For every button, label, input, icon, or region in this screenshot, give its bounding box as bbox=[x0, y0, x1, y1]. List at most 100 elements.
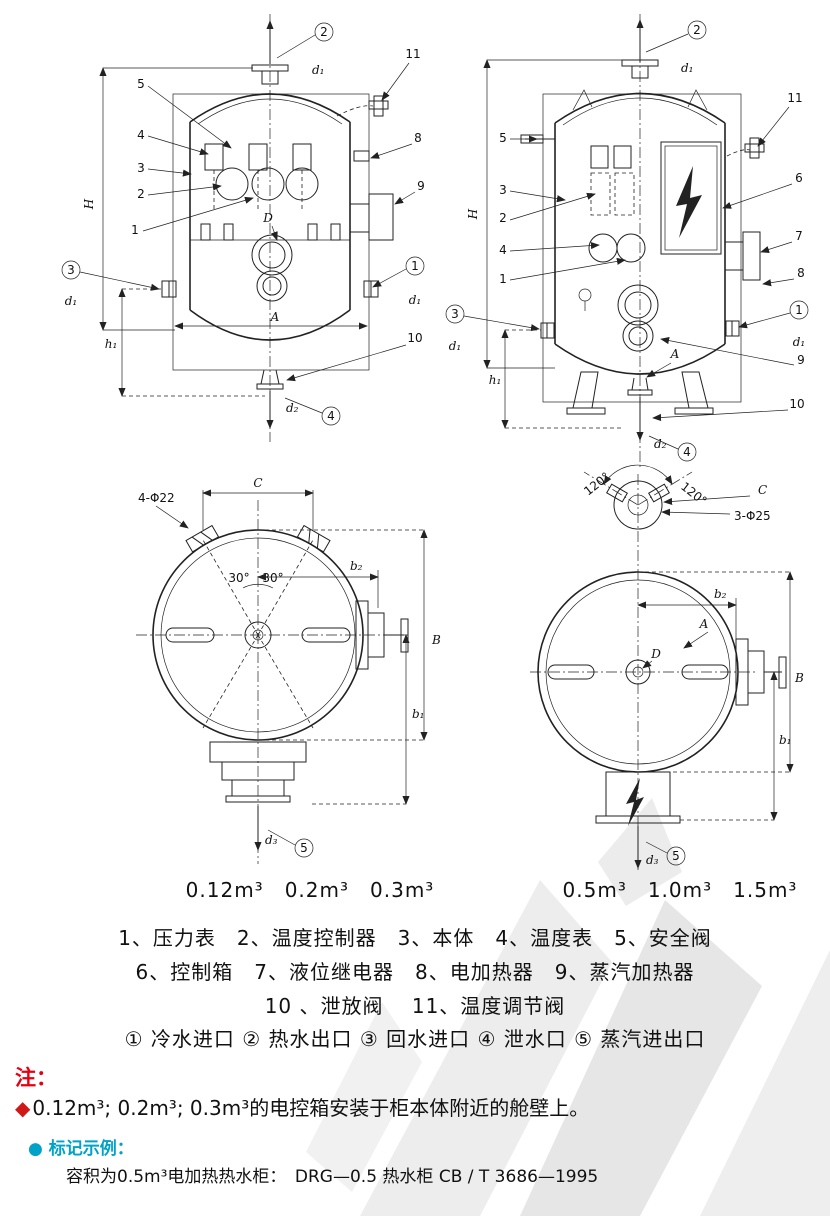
dim-d3-label: d₃ bbox=[646, 853, 659, 867]
dim-h1: h₁ bbox=[105, 288, 265, 397]
dim-d1-left-label: d₁ bbox=[65, 294, 78, 308]
temp-regulating-valve-callout: 11 bbox=[336, 47, 421, 117]
dim-b1: b₁ bbox=[680, 671, 792, 821]
dim-d2-label: d₂ bbox=[286, 401, 299, 415]
callout-11-label: 11 bbox=[405, 47, 420, 61]
callout-6-label: 6 bbox=[795, 171, 803, 185]
label-D: D bbox=[262, 211, 278, 241]
top-nozzles bbox=[185, 524, 331, 553]
callout-2-label: 2 bbox=[499, 211, 507, 225]
note-line: ◆0.12m³; 0.2m³; 0.3m³的电控箱安装于柜本体附近的舱壁上。 bbox=[15, 1092, 589, 1121]
hot-water-outlet-callout: 2 d₁ bbox=[276, 22, 334, 77]
top-nozzle bbox=[251, 20, 289, 85]
dim-A-label: A bbox=[270, 310, 280, 324]
right-callouts: 6 7 8 bbox=[722, 171, 805, 287]
return-inlet-callout: 3 d₁ bbox=[61, 260, 177, 308]
dim-B-label: B bbox=[794, 671, 804, 685]
legend-line-4: ① 冷水进口 ② 热水出口 ③ 回水进口 ④ 泄水口 ⑤ 蒸汽进出口 bbox=[124, 1027, 706, 1051]
top-nozzle bbox=[621, 19, 659, 79]
dim-d1-left-label: d₁ bbox=[449, 339, 462, 353]
dim-b1-label: b₁ bbox=[779, 733, 792, 747]
caption-small-volumes: 0.12m³ 0.2m³ 0.3m³ bbox=[185, 878, 435, 902]
dim-b2-label: b₂ bbox=[714, 587, 727, 601]
return-inlet-callout: 3 d₁ bbox=[445, 304, 555, 353]
relief-valve-callout: 10 bbox=[652, 397, 805, 422]
bottom-drain-stack: d₃ 5 bbox=[209, 741, 314, 858]
dim-C: C bbox=[663, 483, 767, 506]
dim-b2-label: b₂ bbox=[350, 559, 363, 573]
steam-inlet-detail: 120° 120° bbox=[581, 464, 710, 530]
dim-h1: h₁ bbox=[489, 329, 621, 429]
dim-A-label: A bbox=[699, 617, 709, 631]
callout-4-label: 4 bbox=[137, 128, 145, 142]
label-A: A bbox=[683, 617, 709, 649]
temp-regulating-valve-callout: 11 bbox=[726, 91, 803, 159]
dim-C-label: C bbox=[253, 476, 262, 490]
callout-10-label: 10 bbox=[407, 331, 422, 345]
dim-d2-label: d₂ bbox=[654, 437, 667, 451]
dim-B-label: B bbox=[431, 633, 441, 647]
caption-large-volumes: 0.5m³ 1.0m³ 1.5m³ bbox=[562, 878, 798, 902]
steam-heater-callout: 9 bbox=[660, 337, 805, 367]
left-callouts: 5 4 3 2 1 bbox=[131, 77, 254, 237]
dim-H-label: H bbox=[82, 198, 96, 210]
vessel-body bbox=[542, 89, 742, 415]
holes-callout: 4-Φ22 bbox=[138, 491, 189, 529]
left-callouts: 5 3 2 4 1 bbox=[499, 131, 626, 286]
bottom-box: d₃ 5 bbox=[595, 771, 686, 869]
circled-3-label: 3 bbox=[67, 263, 75, 277]
legend-line-1: 1、压力表 2、温度控制器 3、本体 4、温度表 5、安全阀 bbox=[118, 926, 712, 950]
circled-2-label: 2 bbox=[693, 23, 701, 37]
callout-4-label: 4 bbox=[499, 243, 507, 257]
callout-1-label: 1 bbox=[499, 272, 507, 286]
right-elevation-drawing: 2 d₁ 11 bbox=[445, 14, 809, 470]
circled-2-label: 2 bbox=[320, 25, 328, 39]
dim-d3-label: d₃ bbox=[265, 833, 278, 847]
angle-120-right-label: 120° bbox=[678, 479, 709, 508]
angle-30-right-label: 30° bbox=[262, 571, 283, 585]
left-plan-drawing: 30° 30° 4-Φ22 C b₂ B bbox=[136, 476, 441, 864]
note-heading: 注： bbox=[15, 1066, 57, 1090]
callout-3-label: 3 bbox=[499, 183, 507, 197]
callout-9-label: 9 bbox=[417, 179, 425, 193]
legend-line-2: 6、控制箱 7、液位继电器 8、电加热器 9、蒸汽加热器 bbox=[135, 960, 695, 984]
callout-10-label: 10 bbox=[789, 397, 804, 411]
note-text: 0.12m³; 0.2m³; 0.3m³的电控箱安装于柜本体附近的舱壁上。 bbox=[32, 1096, 590, 1120]
dim-H: H bbox=[466, 59, 622, 369]
callout-7-label: 7 bbox=[795, 229, 803, 243]
hot-water-outlet-callout: 2 d₁ bbox=[645, 20, 707, 75]
cold-water-inlet-callout: 1 d₁ bbox=[363, 256, 425, 307]
callout-3-label: 3 bbox=[137, 161, 145, 175]
bottom-drain: d₂ 4 bbox=[627, 377, 697, 462]
dim-b2: b₂ bbox=[637, 587, 737, 640]
circled-1-label: 1 bbox=[795, 303, 803, 317]
circled-5-label: 5 bbox=[300, 841, 308, 855]
diamond-bullet-icon: ◆ bbox=[15, 1096, 31, 1120]
circled-5-label: 5 bbox=[672, 849, 680, 863]
right-callouts: 8 9 bbox=[350, 131, 425, 241]
circled-4-label: 4 bbox=[327, 409, 335, 423]
cold-water-inlet-callout: 1 d₁ bbox=[725, 300, 809, 349]
dim-A: A bbox=[174, 310, 368, 330]
callout-11-label: 11 bbox=[787, 91, 802, 105]
dim-b1-label: b₁ bbox=[412, 707, 425, 721]
dim-d1-top-label: d₁ bbox=[312, 63, 325, 77]
dim-D-label: D bbox=[262, 211, 273, 225]
dim-D-label: D bbox=[650, 647, 661, 661]
angle-labels: 30° 30° bbox=[228, 571, 284, 589]
marking-example-heading: ● 标记示例： bbox=[28, 1139, 134, 1159]
dim-d1-top-label: d₁ bbox=[681, 61, 694, 75]
left-elevation-drawing: 2 d₁ 11 bbox=[61, 14, 425, 442]
callout-5-label: 5 bbox=[137, 77, 145, 91]
circled-4-label: 4 bbox=[683, 445, 691, 459]
internal-components bbox=[520, 134, 722, 352]
callout-9-label: 9 bbox=[797, 353, 805, 367]
callout-8-label: 8 bbox=[414, 131, 422, 145]
dim-B: B bbox=[638, 571, 804, 773]
dim-b1: b₁ bbox=[312, 634, 425, 805]
callout-2-label: 2 bbox=[137, 187, 145, 201]
dim-H: H bbox=[82, 67, 253, 331]
dim-C: C bbox=[202, 476, 314, 530]
